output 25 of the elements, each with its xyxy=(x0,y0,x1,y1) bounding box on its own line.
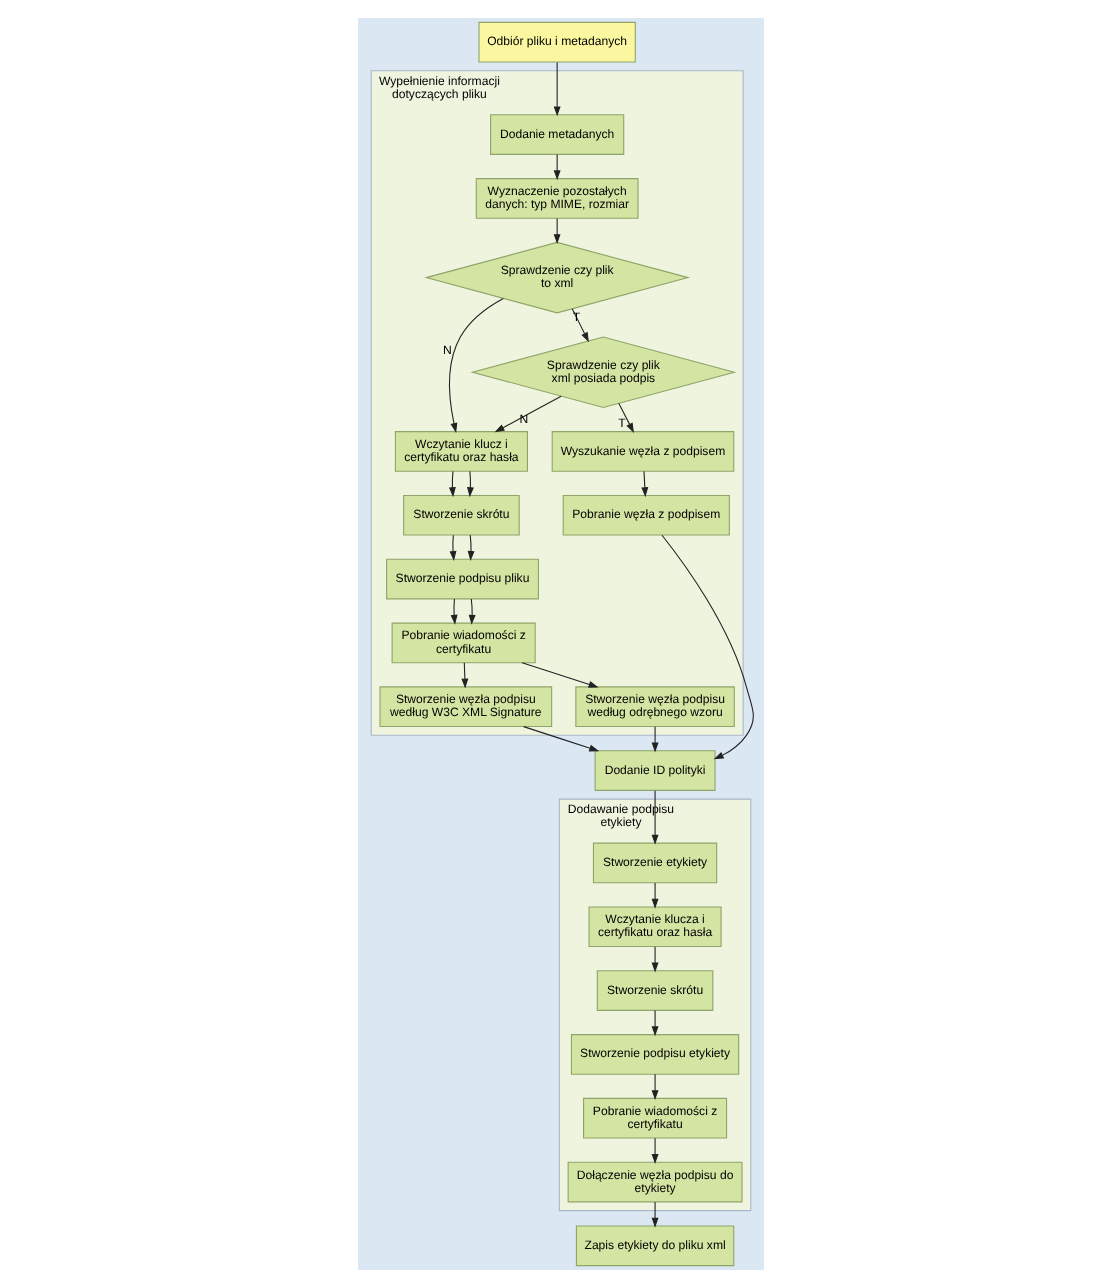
arrow xyxy=(650,882,658,909)
arrow xyxy=(650,946,658,973)
arrow xyxy=(552,218,560,245)
arrow xyxy=(493,395,561,433)
arrow xyxy=(650,1009,658,1037)
arrow xyxy=(522,726,599,752)
arrow xyxy=(617,402,633,433)
arrow xyxy=(570,308,588,343)
arrow xyxy=(449,598,457,625)
arrow xyxy=(448,297,503,433)
arrow xyxy=(660,534,753,760)
arrow xyxy=(448,534,456,561)
arrow xyxy=(467,598,475,625)
arrow xyxy=(552,153,560,181)
arrow xyxy=(447,470,455,498)
arrow xyxy=(466,534,474,561)
arrow xyxy=(650,726,658,753)
arrow xyxy=(552,61,560,117)
arrow xyxy=(650,790,658,845)
arrow xyxy=(466,470,473,498)
arrow xyxy=(650,1201,658,1228)
arrow xyxy=(640,470,648,498)
arrow xyxy=(650,1073,658,1101)
arrow xyxy=(650,1137,658,1164)
arrow xyxy=(520,662,598,688)
